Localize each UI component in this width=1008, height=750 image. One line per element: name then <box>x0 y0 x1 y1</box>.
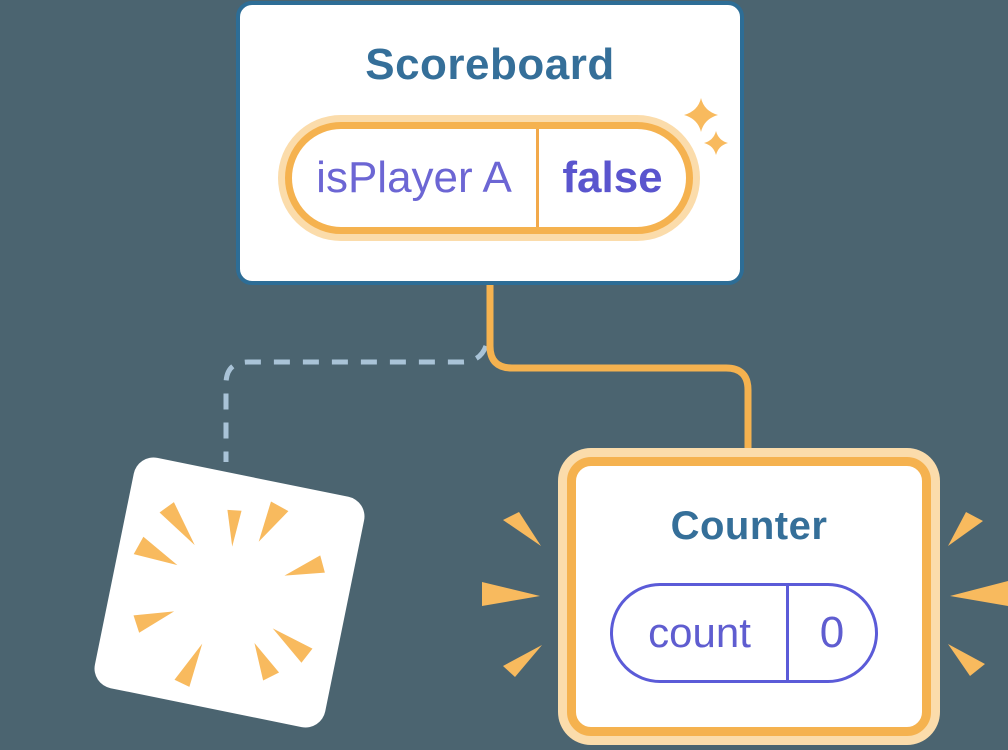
state-value-label: 0 <box>819 608 845 657</box>
state-value-label: false <box>562 153 663 202</box>
scoreboard-state-pill: isPlayer A false <box>285 122 693 234</box>
counter-component-card: Counter count 0 <box>567 457 931 736</box>
emphasis-wedges-left-icon <box>482 512 542 677</box>
counter-state-pill: count 0 <box>610 583 878 683</box>
scoreboard-title: Scoreboard <box>365 40 615 89</box>
state-name-label: count <box>648 609 751 656</box>
poof-burst-icon <box>133 501 325 687</box>
pill-divider <box>536 129 539 227</box>
sparkle-stars-icon <box>684 98 728 155</box>
emphasis-wedges-right-icon <box>948 512 1008 676</box>
dashed-removed-connector-line <box>223 345 489 462</box>
solid-active-connector-line <box>486 283 752 462</box>
scoreboard-component-card: Scoreboard isPlayer A false <box>236 1 744 285</box>
destroyed-component-card <box>90 453 369 732</box>
state-name-label: isPlayer A <box>316 153 512 202</box>
pill-divider <box>786 586 789 680</box>
counter-title: Counter <box>670 504 828 548</box>
